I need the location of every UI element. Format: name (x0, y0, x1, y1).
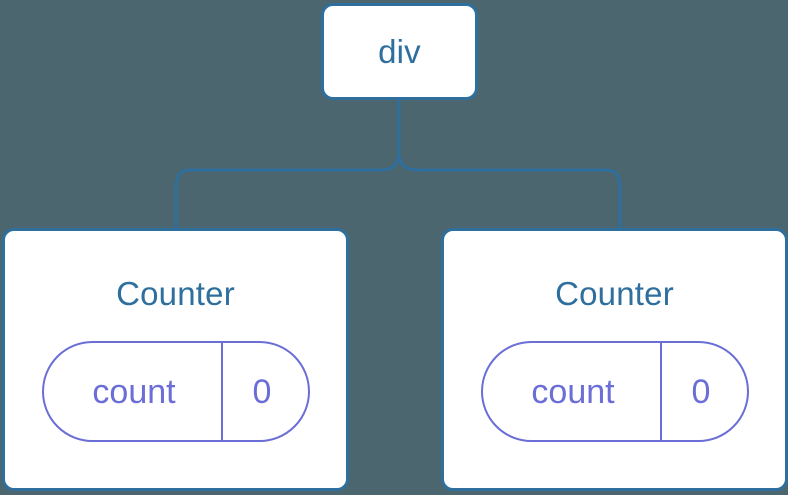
state-key-0: count (44, 343, 223, 440)
node-root-label: div (378, 33, 421, 70)
state-pill-0[interactable]: count 0 (41, 341, 310, 442)
node-counter-0[interactable]: Counter count 0 (2, 228, 349, 491)
node-counter-0-label: Counter (116, 275, 235, 312)
node-counter-1[interactable]: Counter count 0 (441, 228, 788, 491)
node-counter-1-label: Counter (555, 275, 674, 312)
state-value-1: 0 (691, 372, 711, 411)
edge-root-to-children (174, 97, 401, 230)
node-root-div[interactable]: div (321, 3, 478, 100)
state-pill-1[interactable]: count 0 (480, 341, 749, 442)
state-key-1: count (483, 343, 662, 440)
edge-root-to-child-right (397, 150, 622, 230)
state-value-0: 0 (252, 372, 272, 411)
